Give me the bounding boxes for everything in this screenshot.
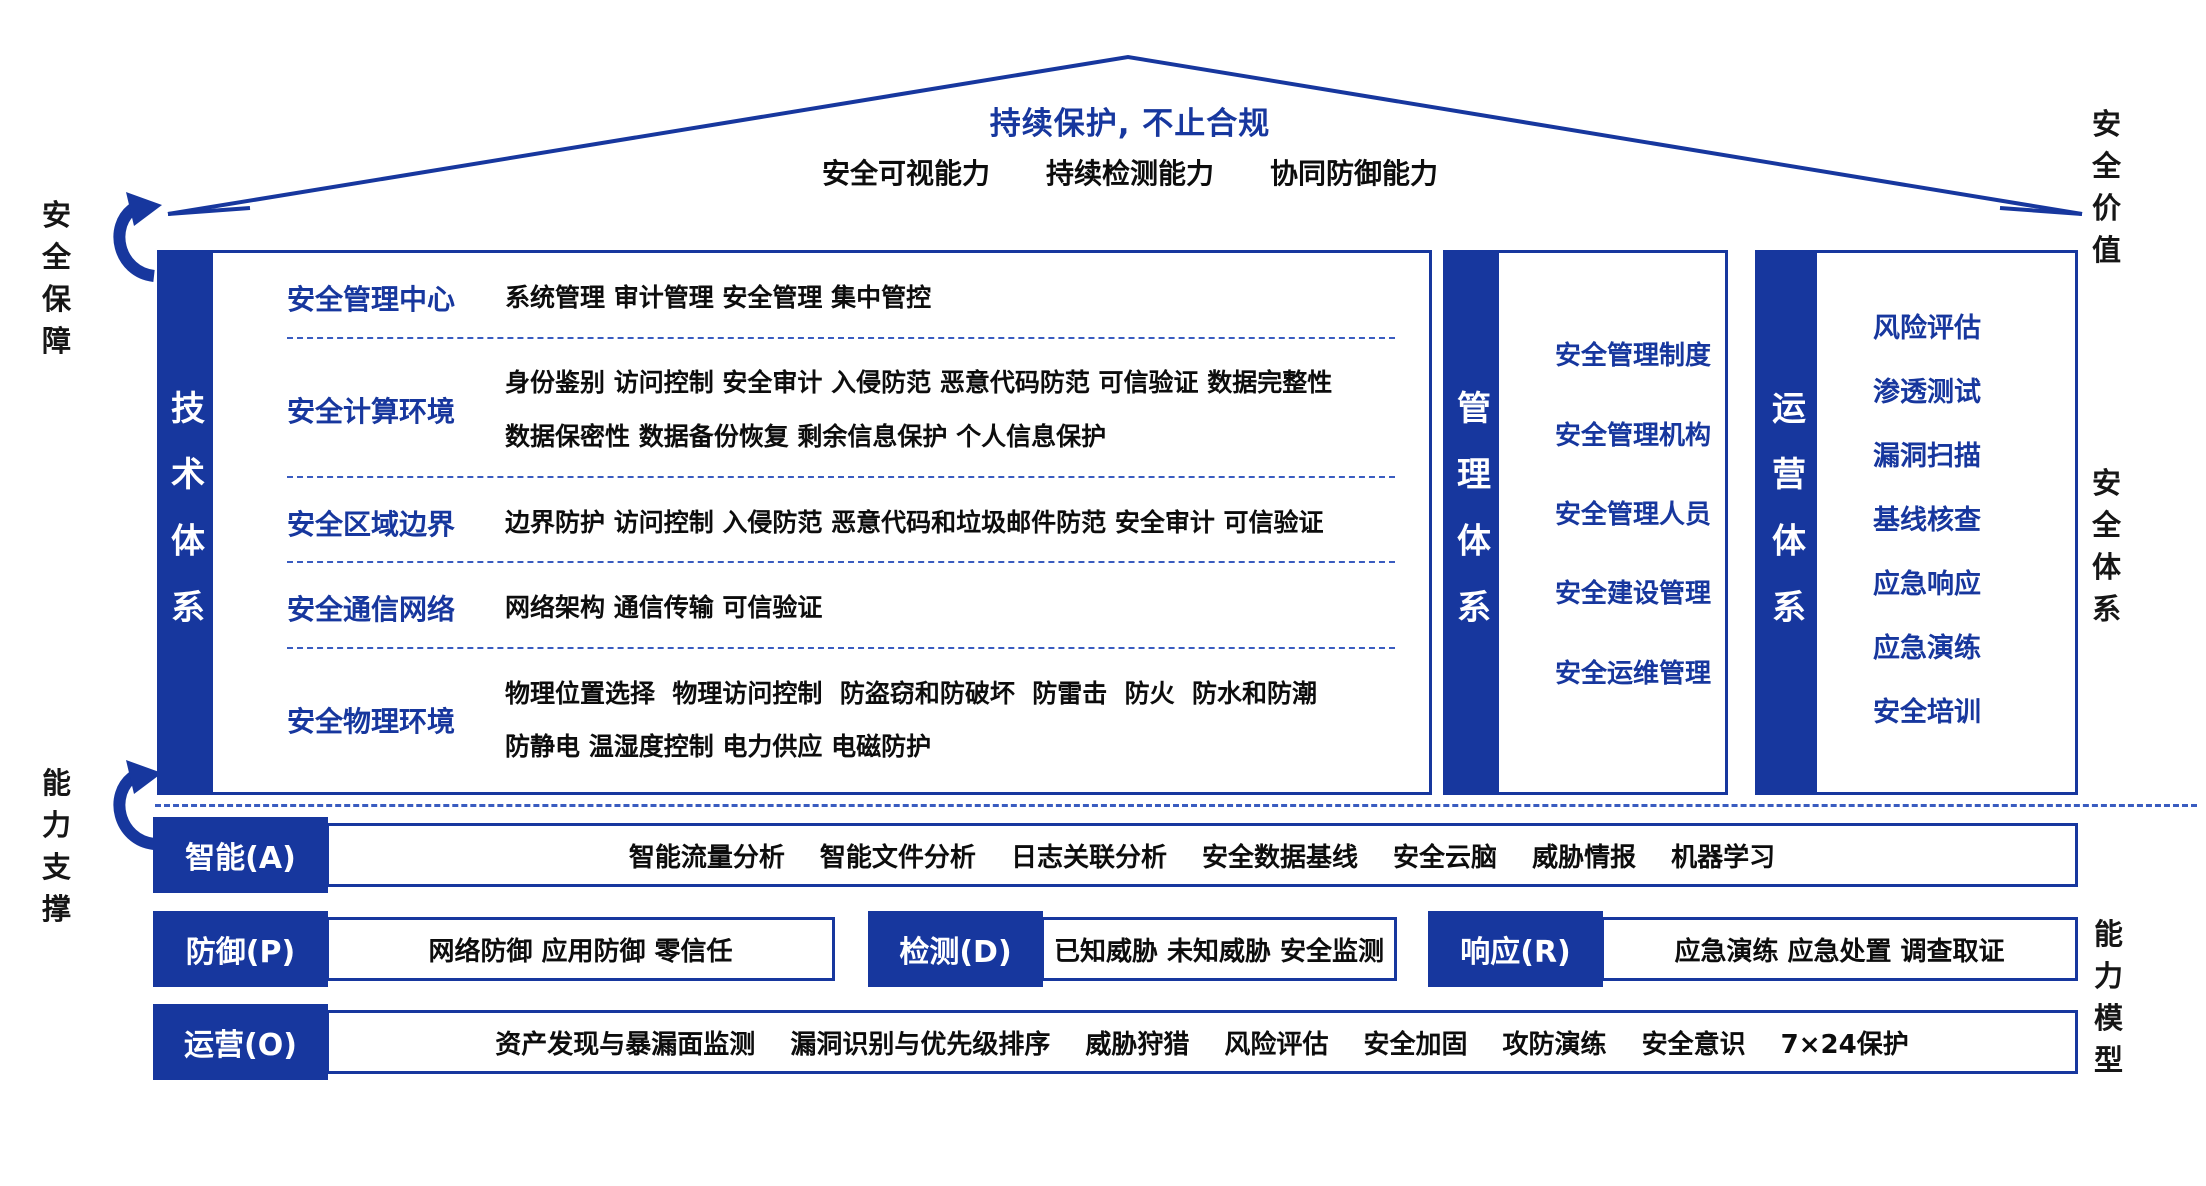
- list-item: 安全建设管理: [1555, 579, 1712, 610]
- list-item: 身份鉴别 访问控制 安全审计 入侵防范 恶意代码防范 可信验证 数据完整性: [505, 368, 1333, 398]
- list-item: 边界防护 访问控制 入侵防范 恶意代码和垃圾邮件防范 安全审计 可信验证: [505, 507, 1324, 537]
- list-item: 物理位置选择 物理访问控制 防盗窃和防破坏 防雷击 防火 防水和防潮: [505, 678, 1318, 708]
- tech-row-items: 网络架构 通信传输 可信验证: [505, 581, 822, 635]
- tech-row-header: 安全计算环境: [287, 395, 456, 429]
- detection-label: 检测(D): [868, 911, 1043, 987]
- defense-label: 防御(P): [153, 911, 328, 987]
- operation-bar: 运营体系: [1755, 250, 1817, 795]
- list-item: 基线核查: [1873, 505, 1981, 536]
- list-item: 安全管理人员: [1555, 499, 1712, 530]
- support-arrow-icon: [113, 760, 162, 850]
- security-assurance-label: 安全保障: [42, 198, 74, 359]
- list-item: 数据保密性 数据备份恢复 剩余信息保护 个人信息保护: [505, 422, 1107, 452]
- capability-support-label: 能力支撑: [42, 766, 74, 927]
- roof-subtitle: 安全可视能力 持续检测能力 协同防御能力: [821, 157, 1438, 190]
- list-item: 渗透测试: [1873, 377, 1981, 408]
- management-bar: 管理体系: [1443, 250, 1499, 795]
- list-item: 应急响应: [1873, 569, 1981, 600]
- list-item: 安全管理制度: [1555, 341, 1712, 372]
- list-item: 漏洞扫描: [1873, 441, 1981, 472]
- operate-label: 运营(O): [153, 1004, 328, 1080]
- list-item: 安全运维管理: [1555, 658, 1712, 689]
- tech-row-header: 安全区域边界: [287, 507, 456, 541]
- security-system-label: 安全体系: [2092, 466, 2124, 627]
- list-item: 系统管理 审计管理 安全管理 集中管控: [505, 283, 932, 312]
- tech-row-header: 安全通信网络: [287, 592, 456, 626]
- tech-system-bar: 技术体系: [157, 250, 213, 795]
- detection-items: 已知威胁 未知威胁 安全监测: [1041, 917, 1397, 981]
- tech-row: 安全通信网络 网络架构 通信传输 可信验证: [287, 569, 1395, 649]
- operation-panel: 运营体系 风险评估渗透测试漏洞扫描基线核查应急响应应急演练安全培训: [1755, 250, 2078, 795]
- tech-row: 安全计算环境 身份鉴别 访问控制 安全审计 入侵防范 恶意代码防范 可信验证 数…: [287, 344, 1395, 478]
- tech-row: 安全管理中心 系统管理 审计管理 安全管理 集中管控: [287, 259, 1395, 339]
- list-item: 安全管理机构: [1555, 420, 1712, 451]
- tech-system-body: 安全管理中心 系统管理 审计管理 安全管理 集中管控 安全计算环境 身份鉴别 访…: [213, 250, 1432, 795]
- tech-row-items: 身份鉴别 访问控制 安全审计 入侵防范 恶意代码防范 可信验证 数据完整性数据保…: [505, 356, 1332, 464]
- tech-row-items: 系统管理 审计管理 安全管理 集中管控: [505, 271, 931, 325]
- tech-row-header: 安全物理环境: [287, 705, 456, 739]
- tech-row: 安全区域边界 边界防护 访问控制 入侵防范 恶意代码和垃圾邮件防范 安全审计 可…: [287, 484, 1395, 564]
- defense-items: 网络防御 应用防御 零信任: [326, 917, 835, 981]
- intelligence-label: 智能(A): [153, 817, 328, 893]
- capability-model-label: 能力模型: [2094, 917, 2126, 1078]
- assurance-arrow-icon: [113, 192, 162, 282]
- list-item: 安全培训: [1873, 697, 1981, 728]
- security-value-label: 安全价值: [2092, 107, 2124, 268]
- tech-row-header: 安全管理中心: [287, 282, 456, 316]
- operation-item-list: 风险评估渗透测试漏洞扫描基线核查应急响应应急演练安全培训: [1817, 250, 2078, 795]
- tech-row: 安全物理环境 物理位置选择 物理访问控制 防盗窃和防破坏 防雷击 防火 防水和防…: [287, 655, 1395, 787]
- management-panel: 管理体系 安全管理制度安全管理机构安全管理人员安全建设管理安全运维管理: [1443, 250, 1728, 795]
- tech-row-items: 边界防护 访问控制 入侵防范 恶意代码和垃圾邮件防范 安全审计 可信验证: [505, 496, 1324, 550]
- list-item: 防静电 温湿度控制 电力供应 电磁防护: [505, 732, 932, 762]
- capability-divider-dashed: [155, 804, 2197, 807]
- intelligence-items: 智能流量分析 智能文件分析 日志关联分析 安全数据基线 安全云脑 威胁情报 机器…: [326, 823, 2078, 887]
- list-item: 应急演练: [1873, 633, 1981, 664]
- list-item: 风险评估: [1873, 313, 1981, 344]
- management-item-list: 安全管理制度安全管理机构安全管理人员安全建设管理安全运维管理: [1499, 250, 1728, 795]
- response-items: 应急演练 应急处置 调查取证: [1601, 917, 2078, 981]
- roof-outline: [167, 54, 2083, 216]
- tech-system-panel: 技术体系 安全管理中心 系统管理 审计管理 安全管理 集中管控 安全计算环境 身…: [157, 250, 1432, 795]
- operate-items: 资产发现与暴漏面监测 漏洞识别与优先级排序 威胁狩猎 风险评估 安全加固 攻防演…: [326, 1010, 2078, 1074]
- response-label: 响应(R): [1428, 911, 1603, 987]
- list-item: 网络架构 通信传输 可信验证: [505, 593, 823, 623]
- roof-title: 持续保护, 不止合规: [989, 106, 1271, 142]
- tech-row-items: 物理位置选择 物理访问控制 防盗窃和防破坏 防雷击 防火 防水和防潮防静电 温湿…: [505, 667, 1317, 775]
